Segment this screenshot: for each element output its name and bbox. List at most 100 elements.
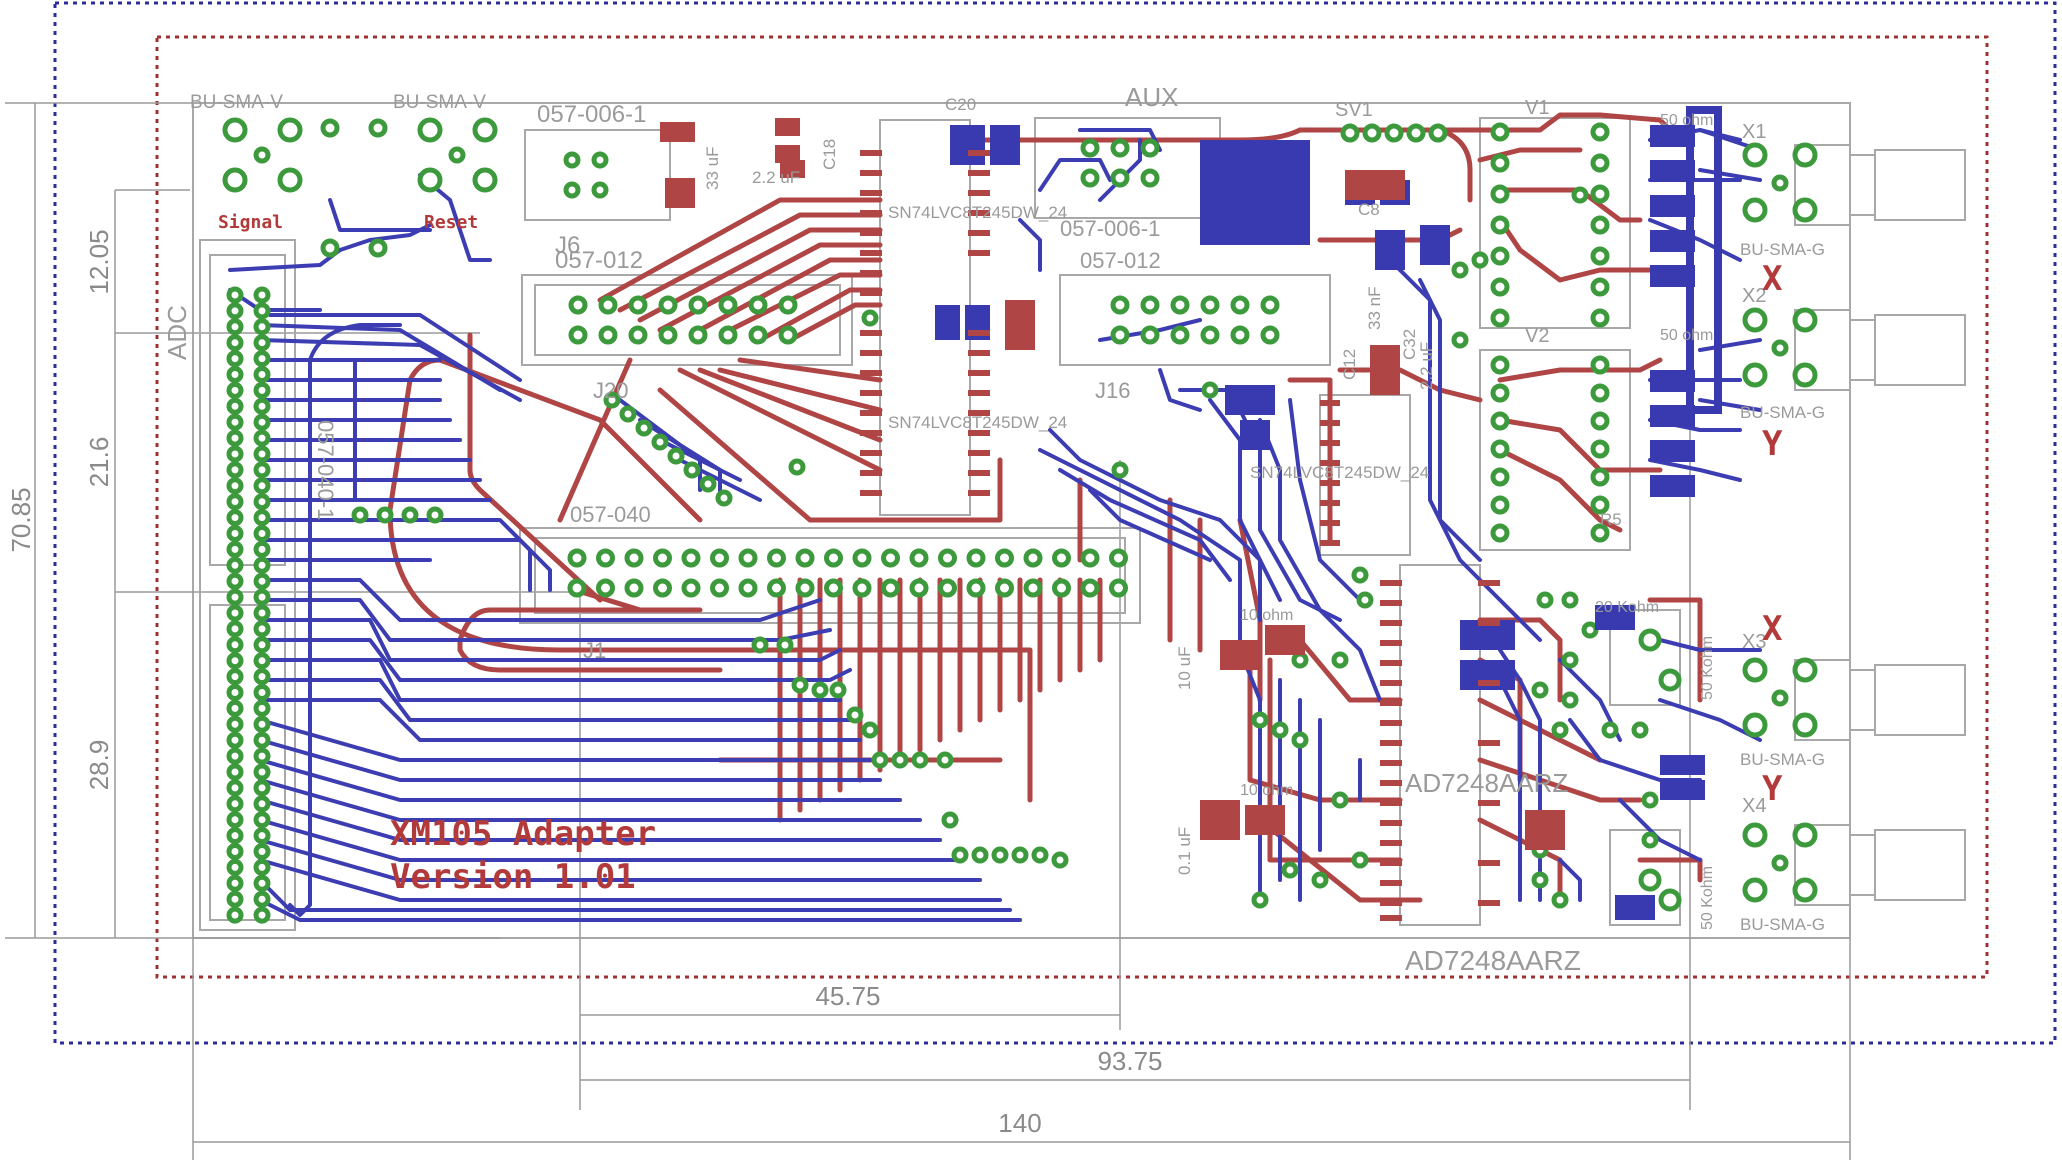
- pad: [1331, 791, 1349, 809]
- pad: [1340, 123, 1360, 143]
- pad: [1110, 138, 1130, 158]
- pad: [1451, 261, 1469, 279]
- pad: [1590, 246, 1610, 266]
- pad: [253, 540, 271, 558]
- pot-20k-label: 20 Kohm: [1595, 599, 1659, 616]
- pad: [253, 556, 271, 574]
- pad: [253, 620, 271, 638]
- pad: [767, 578, 786, 598]
- pad: [253, 604, 271, 622]
- pad: [1080, 548, 1100, 568]
- pad: [1561, 691, 1579, 709]
- pad: [971, 846, 989, 864]
- pad: [1311, 871, 1329, 889]
- pad: [1590, 467, 1610, 487]
- pad: [1658, 668, 1682, 692]
- pad: [253, 509, 271, 527]
- pad: [791, 676, 809, 694]
- pad: [1230, 325, 1250, 345]
- pad: [1490, 277, 1510, 297]
- pad: [226, 668, 244, 686]
- pad: [1590, 495, 1610, 515]
- pad: [1551, 891, 1569, 909]
- pad: [1771, 689, 1789, 707]
- pad: [852, 548, 872, 568]
- dim-seg-top: 12.05: [84, 229, 114, 294]
- dim-seg-bottom: 28.9: [84, 740, 114, 791]
- pad: [598, 295, 618, 315]
- pad: [624, 548, 644, 568]
- pad: [658, 325, 678, 345]
- c32-value-label: 2.2 uF: [1417, 342, 1436, 390]
- pad: [891, 751, 909, 769]
- pad: [226, 318, 244, 336]
- pad: [253, 858, 271, 876]
- pad: [881, 548, 900, 568]
- pad: [619, 405, 637, 423]
- pad: [1428, 123, 1448, 143]
- pad: [226, 286, 244, 304]
- dim-width-total: 140: [998, 1108, 1041, 1138]
- pad: [1406, 123, 1426, 143]
- pad: [635, 419, 653, 437]
- pad: [1200, 295, 1220, 315]
- pad: [1641, 791, 1659, 809]
- pad: [563, 181, 581, 199]
- pad: [253, 906, 271, 924]
- adc-part-label: 057-040-1: [313, 420, 338, 520]
- v2-label: V2: [1525, 325, 1549, 347]
- c18-value-label: 2.2 uF: [752, 168, 800, 187]
- axis-y-bottom-label: Y: [1762, 769, 1783, 809]
- pad: [1230, 295, 1250, 315]
- j16-label: J16: [1095, 378, 1130, 403]
- pad: [596, 578, 615, 598]
- pad: [253, 381, 271, 399]
- pad: [1792, 822, 1818, 848]
- dimension-labels: 70.85 12.05 21.6 28.9 45.75 93.75 140: [6, 229, 1163, 1138]
- pad: [1590, 308, 1610, 328]
- pad: [253, 588, 271, 606]
- pad: [253, 146, 271, 164]
- pad: [1490, 439, 1510, 459]
- pad: [226, 795, 244, 813]
- pad: [417, 117, 443, 143]
- v1-label: V1: [1525, 97, 1549, 119]
- pad: [368, 118, 388, 138]
- pad: [1260, 295, 1280, 315]
- pad: [226, 461, 244, 479]
- pad: [226, 747, 244, 765]
- pad: [222, 117, 248, 143]
- r-50ohm-label-2: 50 ohm: [1660, 327, 1713, 344]
- axis-x-top-label: X: [1762, 259, 1783, 299]
- pad: [1110, 325, 1130, 345]
- pad: [938, 578, 957, 598]
- pad: [653, 548, 672, 568]
- pad: [871, 751, 889, 769]
- pad: [226, 493, 244, 511]
- pad: [966, 548, 986, 568]
- pad: [776, 636, 794, 654]
- pad: [1080, 168, 1100, 188]
- pad: [226, 413, 244, 431]
- pad: [1742, 362, 1768, 388]
- pad: [748, 325, 768, 345]
- pad: [951, 846, 969, 864]
- pad: [681, 548, 701, 568]
- pad: [1052, 548, 1071, 568]
- pad: [1771, 174, 1789, 192]
- pad: [603, 391, 621, 409]
- dimension-lines: [5, 102, 1851, 1160]
- j6-label: J6: [555, 232, 580, 259]
- r-50ohm-label: 50 ohm: [1660, 112, 1713, 129]
- smd-pads: [660, 106, 1722, 921]
- pad: [1792, 362, 1818, 388]
- pad: [658, 295, 678, 315]
- pad: [226, 397, 244, 415]
- pad: [226, 381, 244, 399]
- sma-label-2: BU-SMA-V: [393, 92, 486, 113]
- pad: [253, 763, 271, 781]
- pad: [226, 906, 244, 924]
- pad: [598, 325, 618, 345]
- pad: [253, 827, 271, 845]
- pad: [911, 751, 929, 769]
